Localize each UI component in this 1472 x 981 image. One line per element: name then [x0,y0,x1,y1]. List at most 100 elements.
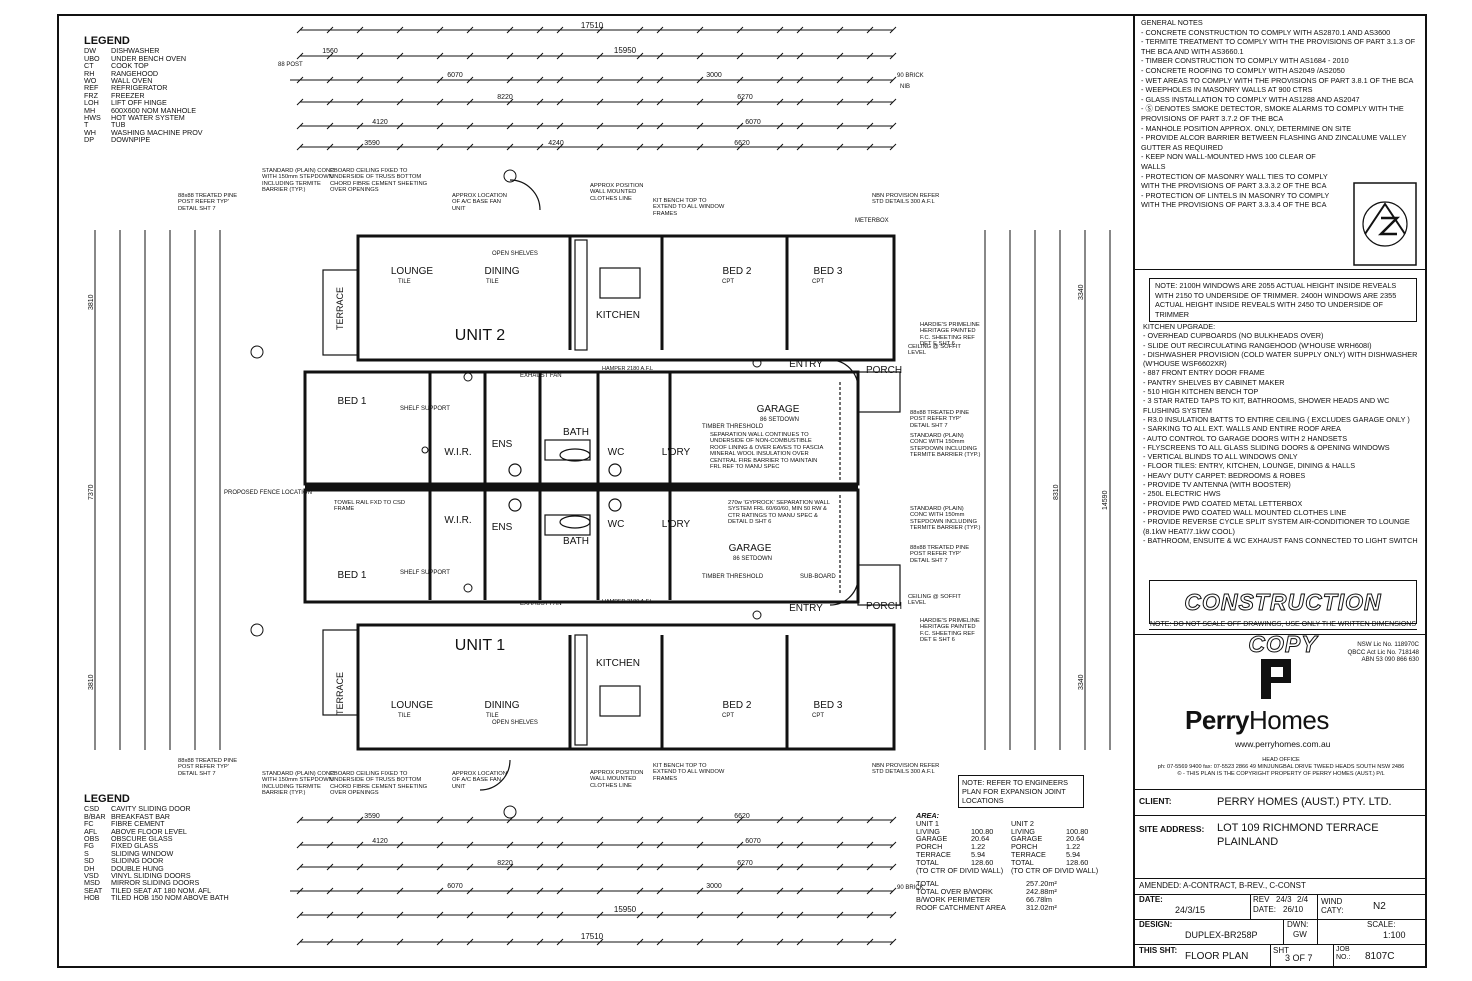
kitchen-upgrade-line: - VERTICAL BLINDS TO ALL WINDOWS ONLY [1143,452,1298,462]
dimension-tick [596,841,604,849]
dimension-tick [396,52,404,60]
general-note-line: - MANHOLE POSITION APPROX. ONLY, DETERMI… [1141,123,1352,133]
dim-left-3810b: 3810 [88,674,95,690]
rev-b: 2/4 [1297,895,1309,904]
ann-exhaust-u1: EXHAUST FAN [520,601,562,607]
legend-desc: FREEZER [111,90,145,100]
dimension-tick [506,841,514,849]
legend-abbr: FRZ [84,90,98,100]
legend-desc: REFRIGERATOR [111,83,168,93]
legend-abbr: MSD [84,878,100,888]
legend-desc: TUB [111,120,126,130]
dimension-tick [466,26,474,34]
kitchen-upgrade-line: - DISHWASHER PROVISION (COLD WATER SUPPL… [1143,349,1418,369]
ann-exhaust-u2: EXHAUST FAN [520,373,562,379]
legend-desc: UNDER BENCH OVEN [111,53,187,63]
dim-3000-top: 3000 [706,72,722,79]
u2-kitchen: KITCHEN [596,310,640,321]
note-pboard-top: PBOARD CEILING FIXED TO UNDERSIDE OF TRU… [330,168,428,194]
dimension-tick [296,938,304,946]
dim-6070c-bottom: 6070 [447,883,463,890]
area-total-val: 312.02m² [1026,902,1057,912]
dimension-tick [636,52,644,60]
dimension-tick [356,76,364,84]
u1-lounge: LOUNGE [391,700,434,711]
u1-bed1: BED 1 [338,570,367,581]
dimension-tick [636,76,644,84]
dimension-tick [356,911,364,919]
dimension-tick [296,911,304,919]
dimension-tick [556,98,564,106]
dimension-tick [776,863,784,871]
dimension-tick [556,911,564,919]
area-val-unit2: 5.94 [1066,849,1081,859]
dimension-tick [836,841,844,849]
rev-a: 24/3 [1276,895,1292,904]
legend-abbr: DW [84,46,96,56]
u2-bath: BATH [563,427,589,438]
dimension-tick [889,76,897,84]
dimension-tick [556,52,564,60]
dimension-tick [556,122,564,130]
dimension-tick [466,938,474,946]
dimension-tick [536,887,544,895]
dimension-tick [356,122,364,130]
dimension-tick [536,98,544,106]
legend-abbr: CSD [84,804,100,814]
dimension-tick [636,816,644,824]
area-val-unit1: 1.22 [971,842,986,852]
note-pboard-bottom: PBOARD CEILING FIXED TO UNDERSIDE OF TRU… [330,771,428,797]
dimension-tick [466,887,474,895]
dimension-tick [536,76,544,84]
dimension-tick [396,863,404,871]
area-ctr-2: (TO CTR OF DIVID WALL) [1011,865,1099,875]
area-val-unit2: 1.22 [1066,842,1081,852]
u1-bed3-sub: CPT [812,713,824,719]
kitchen-upgrade-line: - 3 STAR RATED TAPS TO KIT, BATHROOMS, S… [1143,396,1390,415]
dimension-tick [636,911,644,919]
dimension-tick [656,911,664,919]
u1-bed2: BED 2 [723,700,752,711]
u2-dining: DINING [485,266,520,277]
site-line1: LOT 109 RICHMOND TERRACE [1217,822,1379,834]
dimension-tick [466,911,474,919]
kitchen-upgrade-line: - PROVIDE TV ANTENNA (WITH BOOSTER) [1143,480,1291,490]
dimension-tick [656,938,664,946]
area-key: PORCH [916,842,943,852]
u2-bed3-sub: CPT [812,279,824,285]
dimension-tick [836,938,844,946]
area-title: AREA: [916,811,940,820]
company-logo-block: NSW Lic No. 118970C QBCC Act Lic No. 718… [1135,634,1427,790]
dwn-label: DWN: [1287,920,1309,929]
dimension-tick [506,143,514,151]
dim-6620-top: 6620 [734,140,750,147]
dimension-tick [776,816,784,824]
u2-porch: PORCH [866,365,902,376]
dimension-tick [656,26,664,34]
legend-abbr: S [84,848,89,858]
dimension-tick [326,863,334,871]
legend-desc: HOT WATER SYSTEM [111,113,185,123]
dimension-tick [506,938,514,946]
dimension-tick [636,841,644,849]
dimension-tick [296,98,304,106]
kitchen-upgrade-line: - PROVIDE PWD COATED WALL MOUNTED CLOTHE… [1143,507,1347,517]
dimension-tick [796,887,804,895]
legend-abbr: UBO [84,53,100,63]
dimension-tick [889,52,897,60]
dimension-tick [836,76,844,84]
u1-wc: WC [608,519,625,530]
dimension-tick [836,816,844,824]
dimension-tick [889,863,897,871]
dimension-tick [326,938,334,946]
dimension-tick [656,76,664,84]
u1-bed3: BED 3 [814,700,843,711]
dimension-tick [596,816,604,824]
u2-bed2: BED 2 [723,266,752,277]
